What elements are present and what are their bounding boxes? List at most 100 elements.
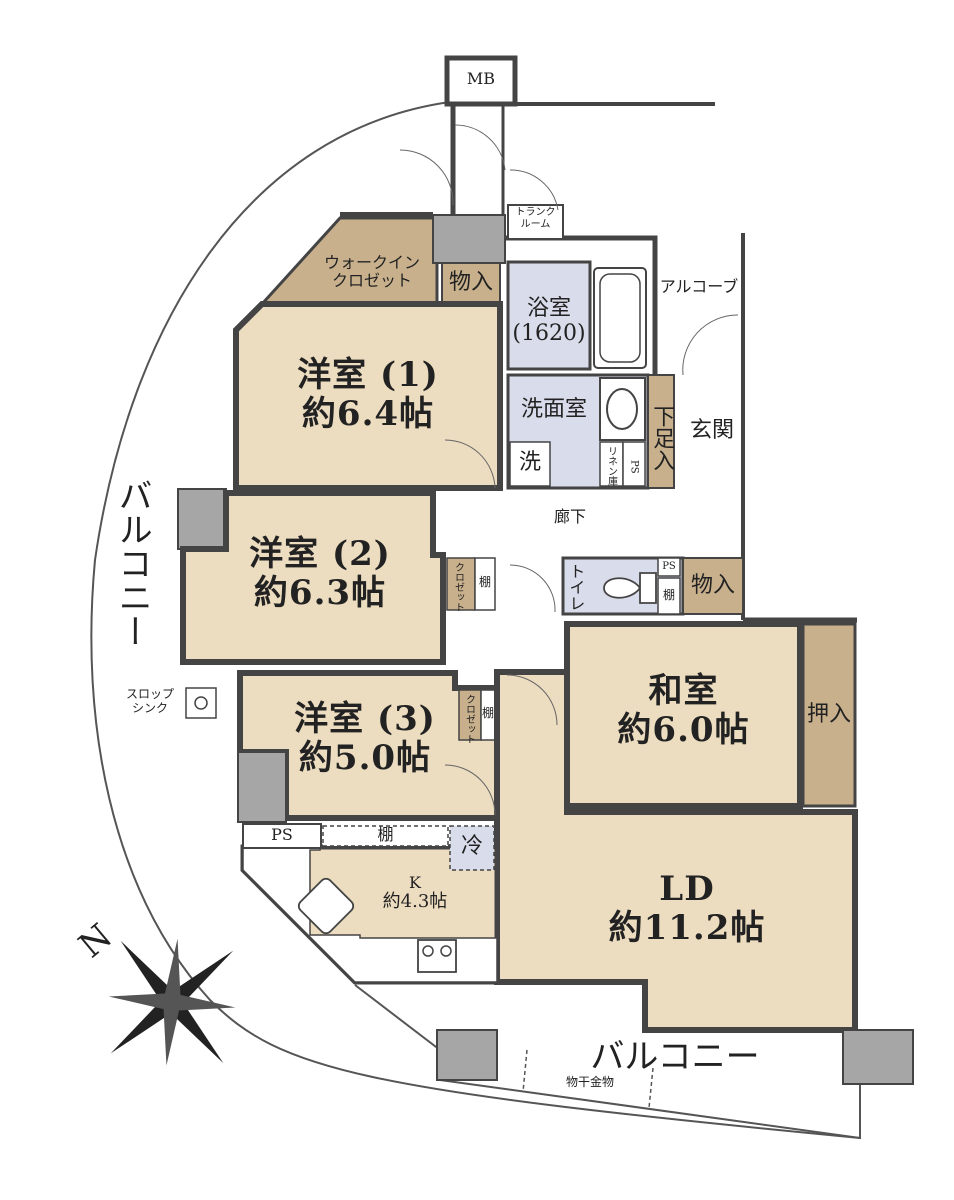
shoe-storage-label: 下足入 [649, 405, 675, 471]
slop-sink-line-2: シンク [131, 700, 168, 715]
ld-name: LD [659, 869, 715, 909]
japanese-room-name: 和室 [648, 671, 719, 711]
stove-icon [417, 939, 457, 973]
japanese-room-area [564, 621, 803, 809]
ps-toilet-label: PS [662, 561, 676, 572]
western-room-3-size: 約5.0帖 [298, 738, 432, 779]
storage-toilet-label: 物入 [690, 573, 735, 598]
washer-label: 洗 [518, 450, 541, 475]
slop-sink-drain [194, 696, 208, 710]
shelf-2-box [474, 557, 496, 611]
balcony-west-label: バルコニー [112, 478, 153, 648]
pillar-south-west [436, 1029, 498, 1081]
bathtub-inner [599, 273, 641, 363]
western-room-1-label: 洋室 (1) 約6.4帖 [236, 355, 500, 435]
laundry-hanger-line-1 [522, 1049, 528, 1093]
western-room-1-area [233, 301, 503, 491]
door-arc-6 [444, 764, 496, 816]
ps-wash-box [622, 441, 646, 487]
storage-north-area [441, 261, 501, 305]
pillar-south-east [842, 1029, 914, 1085]
door-arc-3 [509, 169, 559, 211]
trunk-room-line-2: ルーム [520, 218, 551, 230]
door-arc-5 [444, 439, 496, 489]
walkin-closet-line-2: クロゼット [331, 271, 412, 291]
kitchen-label: K 約4.3帖 [355, 873, 475, 913]
walkin-closet-label: ウォークイン クロゼット [312, 253, 432, 291]
western-room-3-name: 洋室 (3) [294, 699, 436, 739]
kitchen-size: 約4.3帖 [382, 891, 448, 913]
bath-name: 浴室 [526, 296, 571, 321]
shelf-kitchen-box [322, 825, 449, 847]
washroom-label: 洗面室 [520, 397, 587, 422]
door-arc-7 [509, 564, 556, 613]
pillar-north [432, 214, 506, 264]
trunk-room-box [507, 204, 564, 240]
bath-size: (1620) [512, 321, 586, 347]
sink-icon [297, 877, 355, 935]
balcony-south-label: バルコニー [590, 1037, 760, 1077]
stove-burner-1 [422, 945, 434, 957]
western-room-2-name: 洋室 (2) [249, 534, 391, 574]
western-room-3-label: 洋室 (3) 約5.0帖 [240, 699, 490, 779]
shelf-2-label: 棚 [478, 575, 491, 589]
toilet-label: トイレ [566, 563, 586, 611]
door-arc-1 [454, 124, 506, 171]
oshiire-area [801, 622, 857, 808]
ps-toilet-box [657, 557, 681, 577]
western-room-2-size: 約6.3帖 [253, 573, 387, 614]
ps-wash-label: PS [628, 460, 640, 474]
western-room-2-label: 洋室 (2) 約6.3帖 [200, 534, 440, 614]
shoe-storage-area [647, 374, 675, 489]
compass-rose-icon [108, 938, 236, 1066]
mb-box [444, 55, 518, 107]
shelf-toilet-box [657, 577, 681, 615]
door-arc-4 [682, 314, 739, 376]
trunk-room-label: トランク ルーム [508, 207, 563, 230]
pillar-west-2 [237, 751, 287, 823]
toilet-icon [603, 572, 657, 604]
fridge-box [449, 825, 495, 871]
slop-sink-line-1: スロップ [125, 687, 174, 701]
laundry-hanger-label: 物干金物 [565, 1075, 614, 1089]
entrance-label: 玄関 [689, 418, 734, 443]
shelf-kitchen-label: 棚 [377, 825, 394, 844]
kitchen-name: K [409, 873, 421, 892]
closet-2-box [446, 557, 476, 611]
alcove-label: アルコーブ [659, 277, 739, 296]
shelf-toilet-label: 棚 [662, 588, 675, 602]
washer-box [509, 441, 551, 487]
bath-area [506, 260, 592, 371]
balcony-west-outline [90, 101, 861, 1139]
storage-toilet-area [682, 557, 744, 615]
fridge-label: 冷 [460, 834, 483, 859]
western-room-2-area [180, 490, 446, 665]
slop-sink-label: スロップ シンク [112, 687, 188, 716]
ld-size: 約11.2帖 [608, 908, 766, 949]
mb-label: MB [466, 69, 496, 88]
slop-sink-icon [185, 687, 217, 719]
walkin-closet-line-1: ウォークイン [323, 253, 420, 272]
linen-label: リネン庫 [605, 446, 617, 486]
door-arc-8 [506, 674, 558, 726]
western-room-1-name: 洋室 (1) [297, 355, 439, 395]
closet-3-label: クロゼット [463, 694, 475, 744]
ps-kitchen-label: PS [271, 825, 293, 844]
bathtub-icon [593, 267, 647, 369]
door-arc-2 [399, 149, 454, 206]
japanese-room-size: 約6.0帖 [617, 710, 750, 751]
hallway-label: 廊下 [553, 507, 586, 526]
ld-label: LD 約11.2帖 [567, 869, 807, 949]
storage-north-label: 物入 [448, 270, 493, 295]
ps-kitchen-box [242, 823, 322, 849]
shelf-3-label: 棚 [481, 706, 494, 720]
closet-2-label: クロゼット [452, 562, 464, 612]
stove-burner-2 [440, 945, 452, 957]
trunk-room-line-1: トランク [515, 207, 556, 218]
western-room-1-size: 約6.4帖 [301, 394, 435, 435]
japanese-room-label: 和室 約6.0帖 [567, 671, 800, 751]
bath-label: 浴室 (1620) [508, 296, 590, 347]
oshiire-label: 押入 [806, 702, 851, 727]
washbasin-bowl [606, 388, 638, 430]
